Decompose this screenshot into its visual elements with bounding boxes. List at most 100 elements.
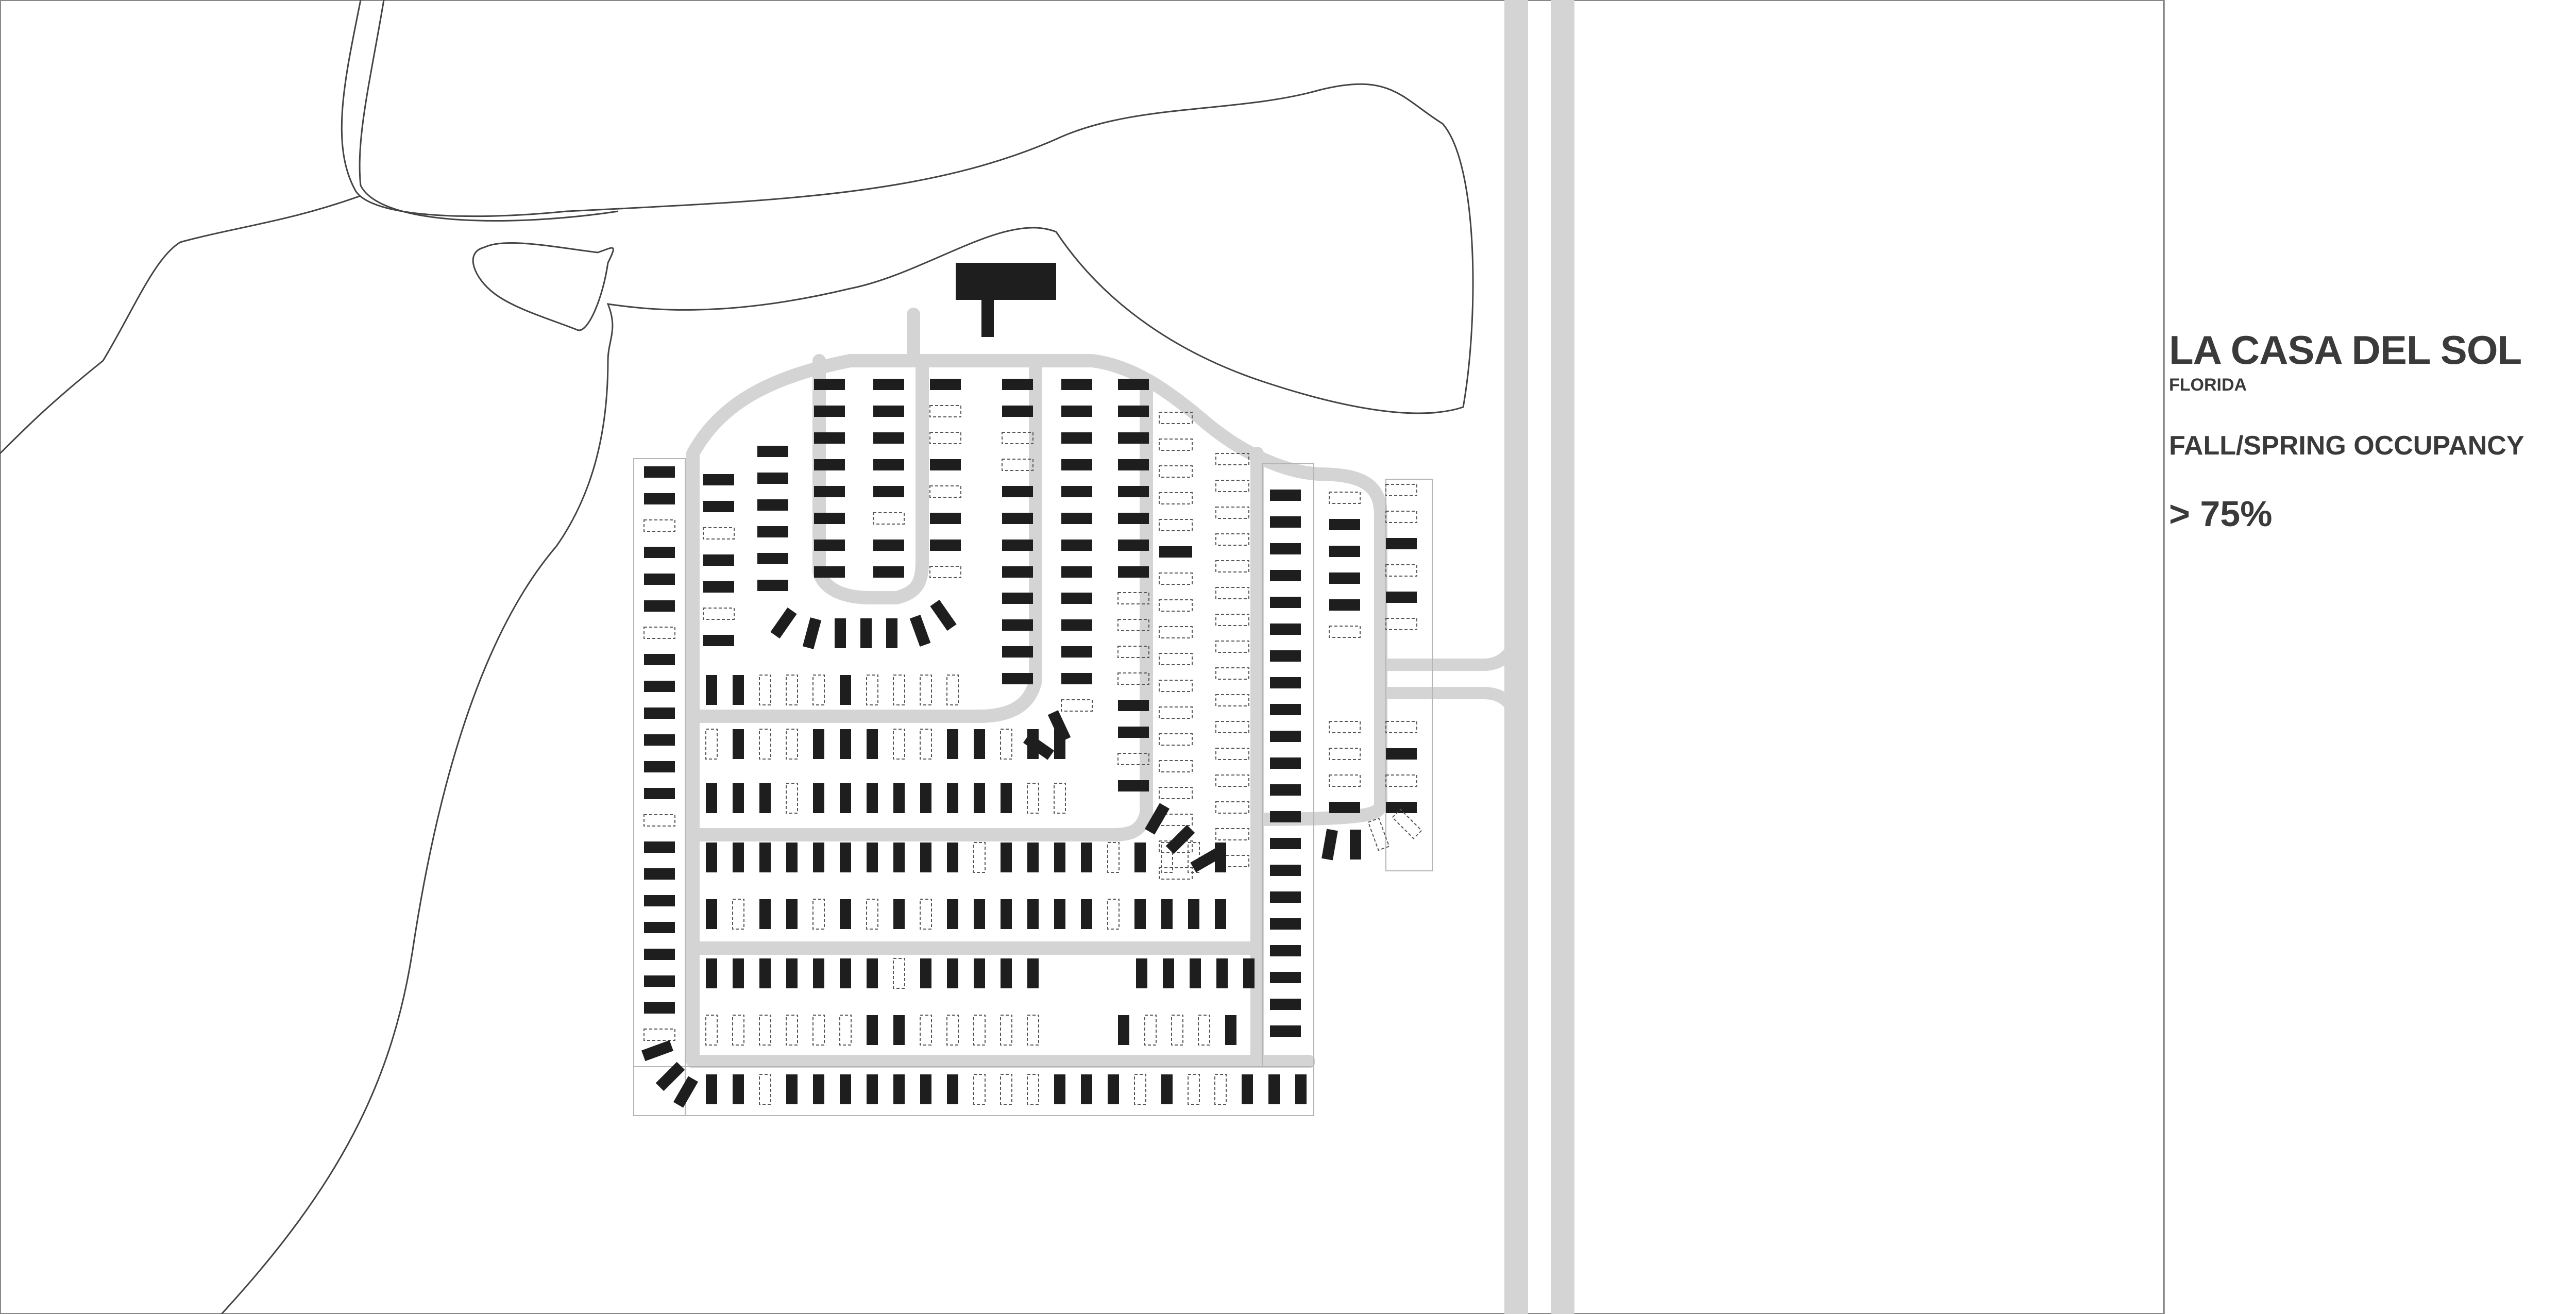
occupied-lot: [1270, 945, 1301, 956]
occupied-lot: [644, 466, 675, 478]
vacant-lot: [1215, 694, 1249, 706]
occupied-lot: [706, 958, 717, 988]
occupied-lot: [1243, 958, 1255, 988]
occupied-lot: [840, 1074, 851, 1104]
vacant-lot: [1144, 1015, 1157, 1046]
vacant-lot: [920, 1015, 932, 1046]
occupied-lot: [644, 681, 675, 692]
occupied-lot: [757, 499, 788, 511]
vacant-lot: [703, 527, 735, 540]
occupied-lot: [706, 843, 717, 872]
occupied-lot: [1061, 379, 1092, 390]
vacant-lot: [1385, 484, 1417, 496]
occupied-lot: [947, 783, 958, 813]
vacant-lot: [759, 1074, 771, 1105]
occupancy-value: > 75%: [2169, 494, 2273, 534]
occupied-lot: [644, 734, 675, 746]
occupied-lot: [873, 540, 904, 551]
occupied-lot: [1190, 847, 1222, 873]
vacant-lot: [1107, 899, 1120, 930]
occupied-lot: [1216, 958, 1228, 988]
occupied-lot: [759, 899, 771, 929]
occupied-lot: [644, 922, 675, 933]
vacant-lot: [1159, 439, 1193, 451]
map-frame: [0, 0, 2164, 1314]
occupied-lot: [1118, 459, 1149, 470]
occupied-lot: [814, 566, 845, 578]
vacant-lot: [973, 842, 986, 873]
occupied-lot: [786, 958, 798, 988]
occupied-lot: [1118, 513, 1149, 524]
vacant-lot: [1027, 1074, 1039, 1105]
occupied-lot: [1118, 486, 1149, 497]
occupied-lot: [757, 526, 788, 537]
vacant-lot: [1054, 783, 1066, 814]
occupied-lot: [1002, 646, 1033, 658]
occupied-lot: [644, 547, 675, 558]
occupied-lot: [733, 958, 744, 988]
occupied-lot: [1321, 829, 1338, 861]
occupied-lot: [1270, 757, 1301, 769]
occupied-lot: [873, 459, 904, 470]
occupied-lot: [893, 1074, 905, 1104]
vacant-lot: [1215, 560, 1249, 572]
occupied-lot: [1225, 1015, 1236, 1045]
occupied-lot: [1270, 597, 1301, 608]
occupied-lot: [867, 1074, 878, 1104]
occupied-lot: [1001, 958, 1012, 988]
vacant-lot: [1159, 867, 1193, 880]
vacant-lot: [1215, 828, 1249, 840]
occupied-lot: [1118, 780, 1149, 791]
vacant-lot: [893, 958, 905, 989]
occupied-lot: [1061, 673, 1092, 684]
vacant-lot: [759, 675, 771, 705]
occupied-lot: [814, 406, 845, 417]
occupied-lot: [840, 899, 851, 929]
occupied-lot: [813, 843, 824, 872]
occupied-lot: [1242, 1074, 1253, 1104]
occupied-lot: [873, 432, 904, 444]
vacant-lot: [1385, 564, 1417, 577]
occupied-lot: [644, 654, 675, 665]
vacant-lot: [1198, 1015, 1210, 1046]
occupied-lot: [867, 843, 878, 872]
vacant-lot: [786, 1015, 798, 1046]
occupied-lot: [757, 446, 788, 457]
occupied-lot: [909, 614, 931, 647]
vacant-lot: [1002, 432, 1033, 444]
vacant-lot: [732, 899, 744, 930]
occupied-lot: [1118, 1015, 1129, 1045]
occupied-lot: [947, 843, 958, 872]
vacant-lot: [1161, 842, 1173, 873]
occupied-lot: [733, 1074, 744, 1104]
occupied-lot: [1386, 802, 1417, 813]
vacant-lot: [1385, 618, 1417, 630]
vacant-lot: [1329, 721, 1361, 733]
occupied-lot: [1081, 843, 1092, 872]
occupied-lot: [644, 707, 675, 719]
occupied-lot: [1329, 599, 1360, 611]
occupied-lot: [840, 729, 851, 759]
vacant-lot: [786, 675, 798, 705]
shoreline: [0, 0, 1474, 1314]
occupied-lot: [1270, 490, 1301, 501]
occupied-lot: [1061, 619, 1092, 631]
vacant-lot: [1117, 646, 1149, 658]
panel-divider: [2164, 0, 2165, 1314]
occupied-lot: [840, 783, 851, 813]
occupied-lot: [1002, 566, 1033, 578]
occupied-lot: [920, 1074, 931, 1104]
vacant-lot: [1385, 721, 1417, 733]
occupied-lot: [757, 553, 788, 564]
occupied-lot: [1270, 972, 1301, 983]
community-title: LA CASA DEL SOL: [2169, 327, 2522, 373]
occupied-lot: [814, 459, 845, 470]
occupied-lot: [813, 958, 824, 988]
lot-lines: [633, 458, 1433, 1116]
occupied-lot: [757, 473, 788, 484]
occupied-lot: [733, 843, 744, 872]
vacant-lot: [1002, 459, 1033, 471]
vacant-lot: [1215, 507, 1249, 519]
occupied-lot: [1386, 748, 1417, 760]
vacant-lot: [893, 729, 905, 760]
